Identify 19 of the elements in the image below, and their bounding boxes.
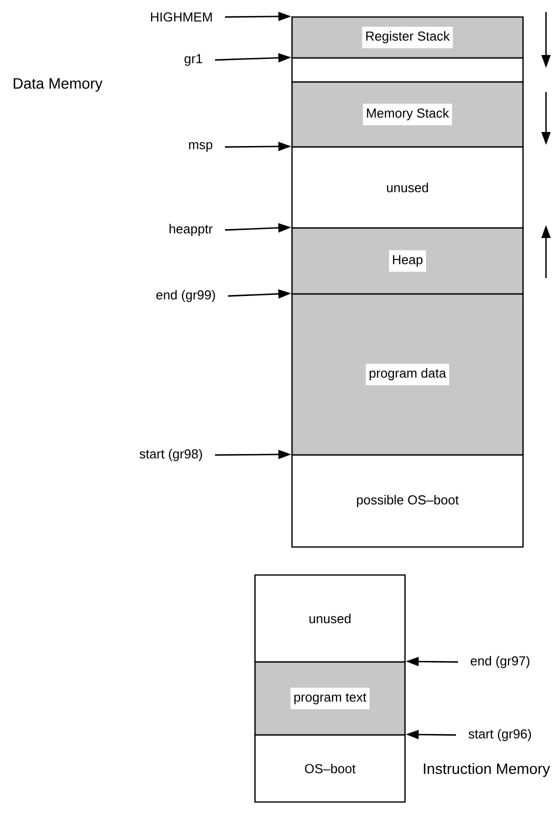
memory-segment: possible OS–boot [291,454,524,548]
memory-title: Instruction Memory [424,763,550,777]
pointer-label: end (gr97) [470,656,530,668]
memory-segment: Register Stack [291,16,524,59]
pointer-label: gr1 [184,54,202,66]
memory-segment: program text [254,661,406,736]
memory-segment: Heap [291,227,524,295]
pointer-label: msp [189,142,212,152]
pointer-label: end (gr99) [156,290,215,302]
memory-segment: unused [291,146,524,229]
pointer-label: heapptr [170,224,213,236]
pointer-label: start (gr96) [468,728,531,742]
memory-segment: OS–boot [254,734,406,803]
pointer-label: HIGHMEM [151,12,212,22]
memory-segment: Memory Stack [291,81,524,148]
memory-title: Data Memory [14,78,102,92]
empty-segment [291,57,524,83]
pointer-label: start (gr98) [140,448,202,462]
memory-segment: unused [254,574,406,663]
